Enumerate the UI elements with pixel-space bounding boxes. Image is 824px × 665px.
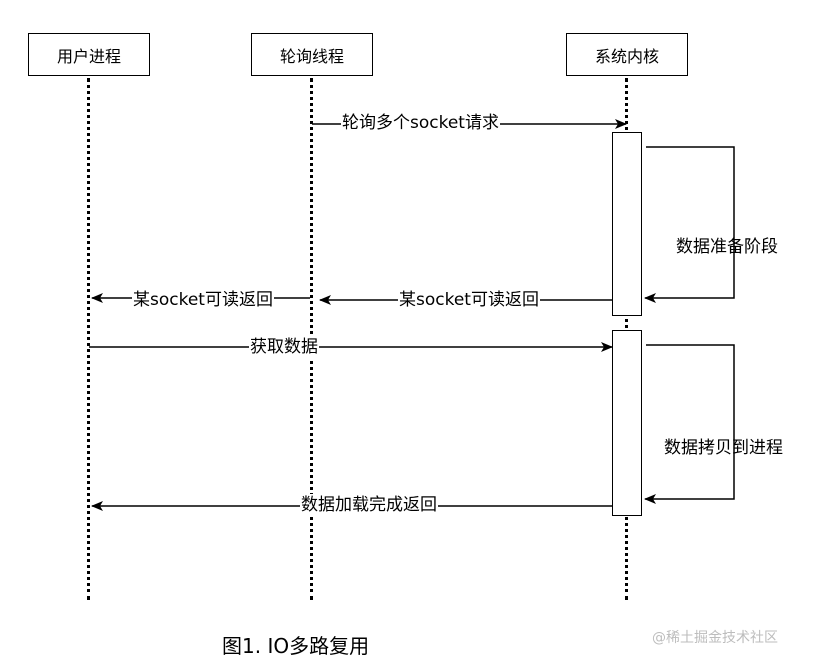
watermark: @稀土掘金技术社区: [652, 630, 778, 646]
activation-data-copy: [612, 330, 642, 516]
participant-polling-thread: 轮询线程: [251, 33, 373, 76]
participant-user-process: 用户进程: [28, 33, 150, 76]
arrow-copy-loop: [644, 344, 735, 504]
label-data-prep: 数据准备阶段: [676, 237, 778, 257]
participant-kernel: 系统内核: [566, 33, 688, 76]
label-poll-sockets: 轮询多个socket请求: [341, 112, 500, 134]
lifeline-user-process: [87, 78, 90, 600]
activation-data-prep: [612, 132, 642, 316]
label-readable-to-poller: 某socket可读返回: [398, 289, 540, 311]
participant-label: 系统内核: [594, 46, 659, 66]
arrow-data-prep-loop: [644, 146, 735, 303]
label-copy-data: 数据拷贝到进程: [664, 438, 783, 458]
participant-label: 轮询线程: [279, 46, 344, 66]
participant-label: 用户进程: [56, 46, 121, 66]
label-readable-to-user: 某socket可读返回: [132, 289, 274, 311]
label-load-done: 数据加载完成返回: [300, 494, 438, 516]
figure-caption: 图1. IO多路复用: [222, 634, 370, 658]
label-fetch-data: 获取数据: [249, 336, 319, 358]
